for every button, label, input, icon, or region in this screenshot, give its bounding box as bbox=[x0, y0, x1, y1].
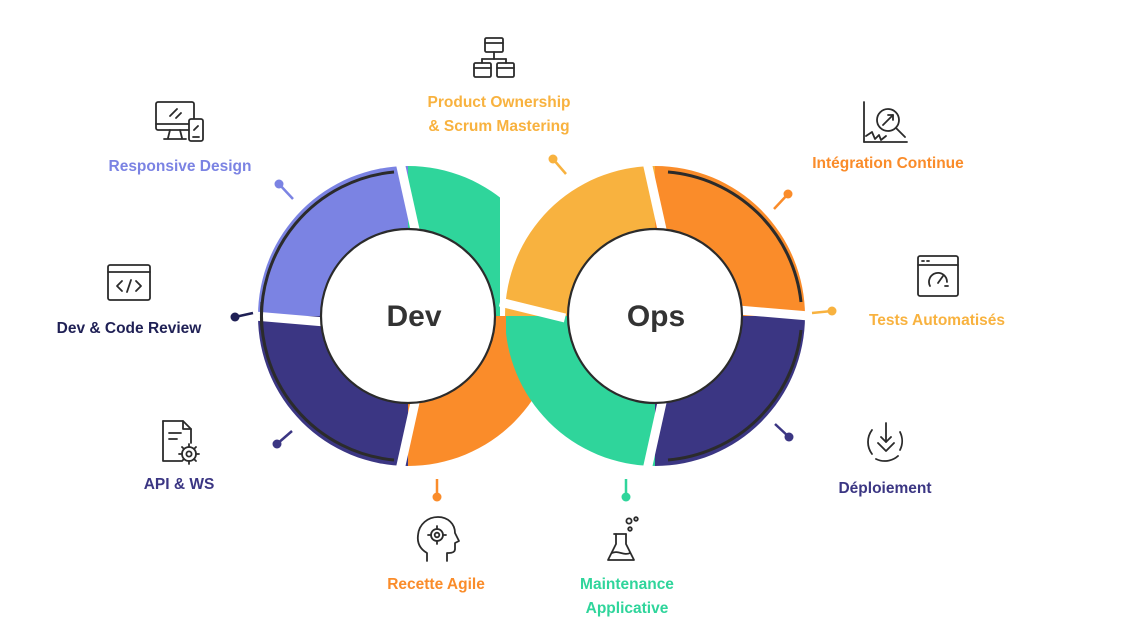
network-icon bbox=[473, 37, 515, 78]
segment-gaps bbox=[253, 161, 810, 471]
ops-segment-integration bbox=[655, 166, 805, 316]
dev-center-label: Dev bbox=[386, 300, 441, 333]
ops-segment-deploiement bbox=[655, 316, 805, 466]
ops-segment-product-ownership bbox=[505, 166, 655, 316]
pin-maintenance bbox=[621, 479, 631, 502]
label-dev-code-review: Dev & Code Review bbox=[57, 320, 203, 337]
label-deploiement: Déploiement bbox=[838, 480, 931, 497]
pin-deploiement bbox=[774, 423, 794, 442]
pin-api-ws bbox=[272, 430, 293, 449]
label-integration: Intégration Continue bbox=[812, 155, 964, 172]
label-maintenance-line1: Maintenance bbox=[580, 576, 674, 593]
label-recette-agile: Recette Agile bbox=[387, 576, 485, 593]
flask-icon bbox=[607, 516, 639, 561]
label-product-ownership-line1: Product Ownership bbox=[428, 94, 571, 111]
ops-center-label: Ops bbox=[627, 300, 685, 333]
gauge-window-icon bbox=[917, 255, 959, 297]
connector-pins bbox=[230, 154, 837, 502]
label-tests: Tests Automatisés bbox=[869, 312, 1005, 329]
label-maintenance-line2: Applicative bbox=[586, 600, 669, 617]
code-icon bbox=[107, 264, 151, 301]
head-gear-icon bbox=[416, 516, 460, 562]
pin-dev-code-review bbox=[230, 311, 254, 322]
pin-responsive-design bbox=[274, 179, 294, 200]
deploy-icon bbox=[867, 422, 904, 462]
ops-ring bbox=[505, 166, 805, 466]
pin-tests bbox=[811, 306, 837, 316]
label-api-ws: API & WS bbox=[144, 476, 215, 493]
label-responsive-design: Responsive Design bbox=[109, 158, 252, 175]
label-product-ownership-line2: & Scrum Mastering bbox=[428, 118, 569, 135]
pin-product-ownership bbox=[548, 154, 567, 175]
ops-segment-maintenance bbox=[506, 316, 655, 466]
dev-segment-code-review bbox=[258, 316, 408, 466]
chart-magnifier-icon bbox=[863, 101, 908, 143]
ring-outlines bbox=[259, 170, 803, 462]
pin-integration bbox=[773, 189, 793, 210]
document-gear-icon bbox=[162, 420, 200, 465]
devices-icon bbox=[155, 101, 204, 142]
dev-segment-responsive-design bbox=[258, 166, 408, 316]
pin-recette-agile bbox=[432, 479, 442, 502]
